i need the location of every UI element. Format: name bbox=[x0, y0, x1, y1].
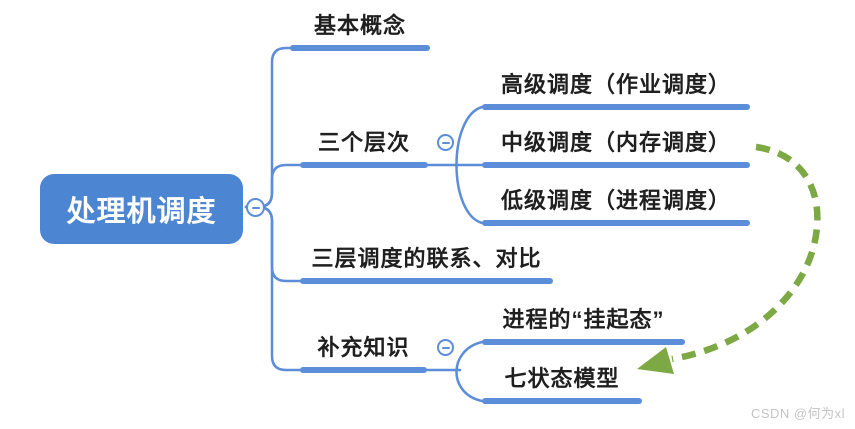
edge-levels-bracket bbox=[455, 105, 484, 225]
csdn-watermark: CSDN @何为xl bbox=[750, 406, 845, 421]
collapse-button-supplementary[interactable] bbox=[437, 339, 454, 356]
node-supplementary-knowledge[interactable]: 补充知识 bbox=[300, 329, 427, 373]
collapse-button-root[interactable] bbox=[246, 198, 265, 217]
edge-extra-bracket bbox=[455, 340, 484, 403]
collapse-button-three-levels[interactable] bbox=[437, 134, 454, 151]
edge-root-basic bbox=[244, 46, 295, 209]
minus-icon bbox=[441, 346, 450, 349]
node-mid-level-scheduling-label: 中级调度（内存调度） bbox=[500, 130, 731, 155]
node-process-suspended-state[interactable]: 进程的“挂起态” bbox=[482, 301, 685, 345]
node-basic-concepts[interactable]: 基本概念 bbox=[290, 7, 430, 51]
root-node-processor-scheduling[interactable]: 处理机调度 bbox=[40, 174, 243, 244]
node-underline bbox=[482, 339, 685, 345]
node-underline bbox=[482, 398, 642, 404]
edge-root-extra bbox=[244, 205, 305, 372]
node-underline bbox=[300, 162, 428, 168]
cross-reference-arrow-path bbox=[671, 143, 821, 363]
node-three-levels[interactable]: 三个层次 bbox=[300, 124, 428, 168]
node-underline bbox=[300, 278, 553, 284]
node-mid-level-scheduling[interactable]: 中级调度（内存调度） bbox=[482, 124, 750, 168]
node-underline bbox=[300, 367, 427, 373]
node-high-level-scheduling-label: 高级调度（作业调度） bbox=[500, 72, 731, 97]
edge-root-relation bbox=[244, 205, 305, 283]
node-low-level-scheduling[interactable]: 低级调度（进程调度） bbox=[482, 182, 750, 226]
node-underline bbox=[290, 45, 430, 51]
node-basic-concepts-label: 基本概念 bbox=[313, 13, 406, 38]
node-process-suspended-state-label: 进程的“挂起态” bbox=[502, 307, 665, 332]
node-relation-comparison-label: 三层调度的联系、对比 bbox=[311, 246, 542, 271]
node-underline bbox=[482, 162, 750, 168]
node-high-level-scheduling[interactable]: 高级调度（作业调度） bbox=[482, 66, 750, 110]
node-seven-state-model[interactable]: 七状态模型 bbox=[482, 360, 642, 404]
root-node-label: 处理机调度 bbox=[66, 196, 217, 228]
node-three-levels-label: 三个层次 bbox=[317, 130, 410, 155]
minus-icon bbox=[251, 206, 260, 209]
cross-reference-arrowhead bbox=[637, 347, 674, 374]
node-low-level-scheduling-label: 低级调度（进程调度） bbox=[500, 188, 731, 213]
node-relation-comparison[interactable]: 三层调度的联系、对比 bbox=[300, 240, 553, 284]
node-seven-state-model-label: 七状态模型 bbox=[504, 366, 620, 391]
cross-reference-arrow bbox=[637, 143, 821, 374]
minus-icon bbox=[441, 141, 450, 144]
node-underline bbox=[482, 104, 750, 110]
node-supplementary-knowledge-label: 补充知识 bbox=[317, 335, 410, 360]
node-underline bbox=[482, 220, 750, 226]
